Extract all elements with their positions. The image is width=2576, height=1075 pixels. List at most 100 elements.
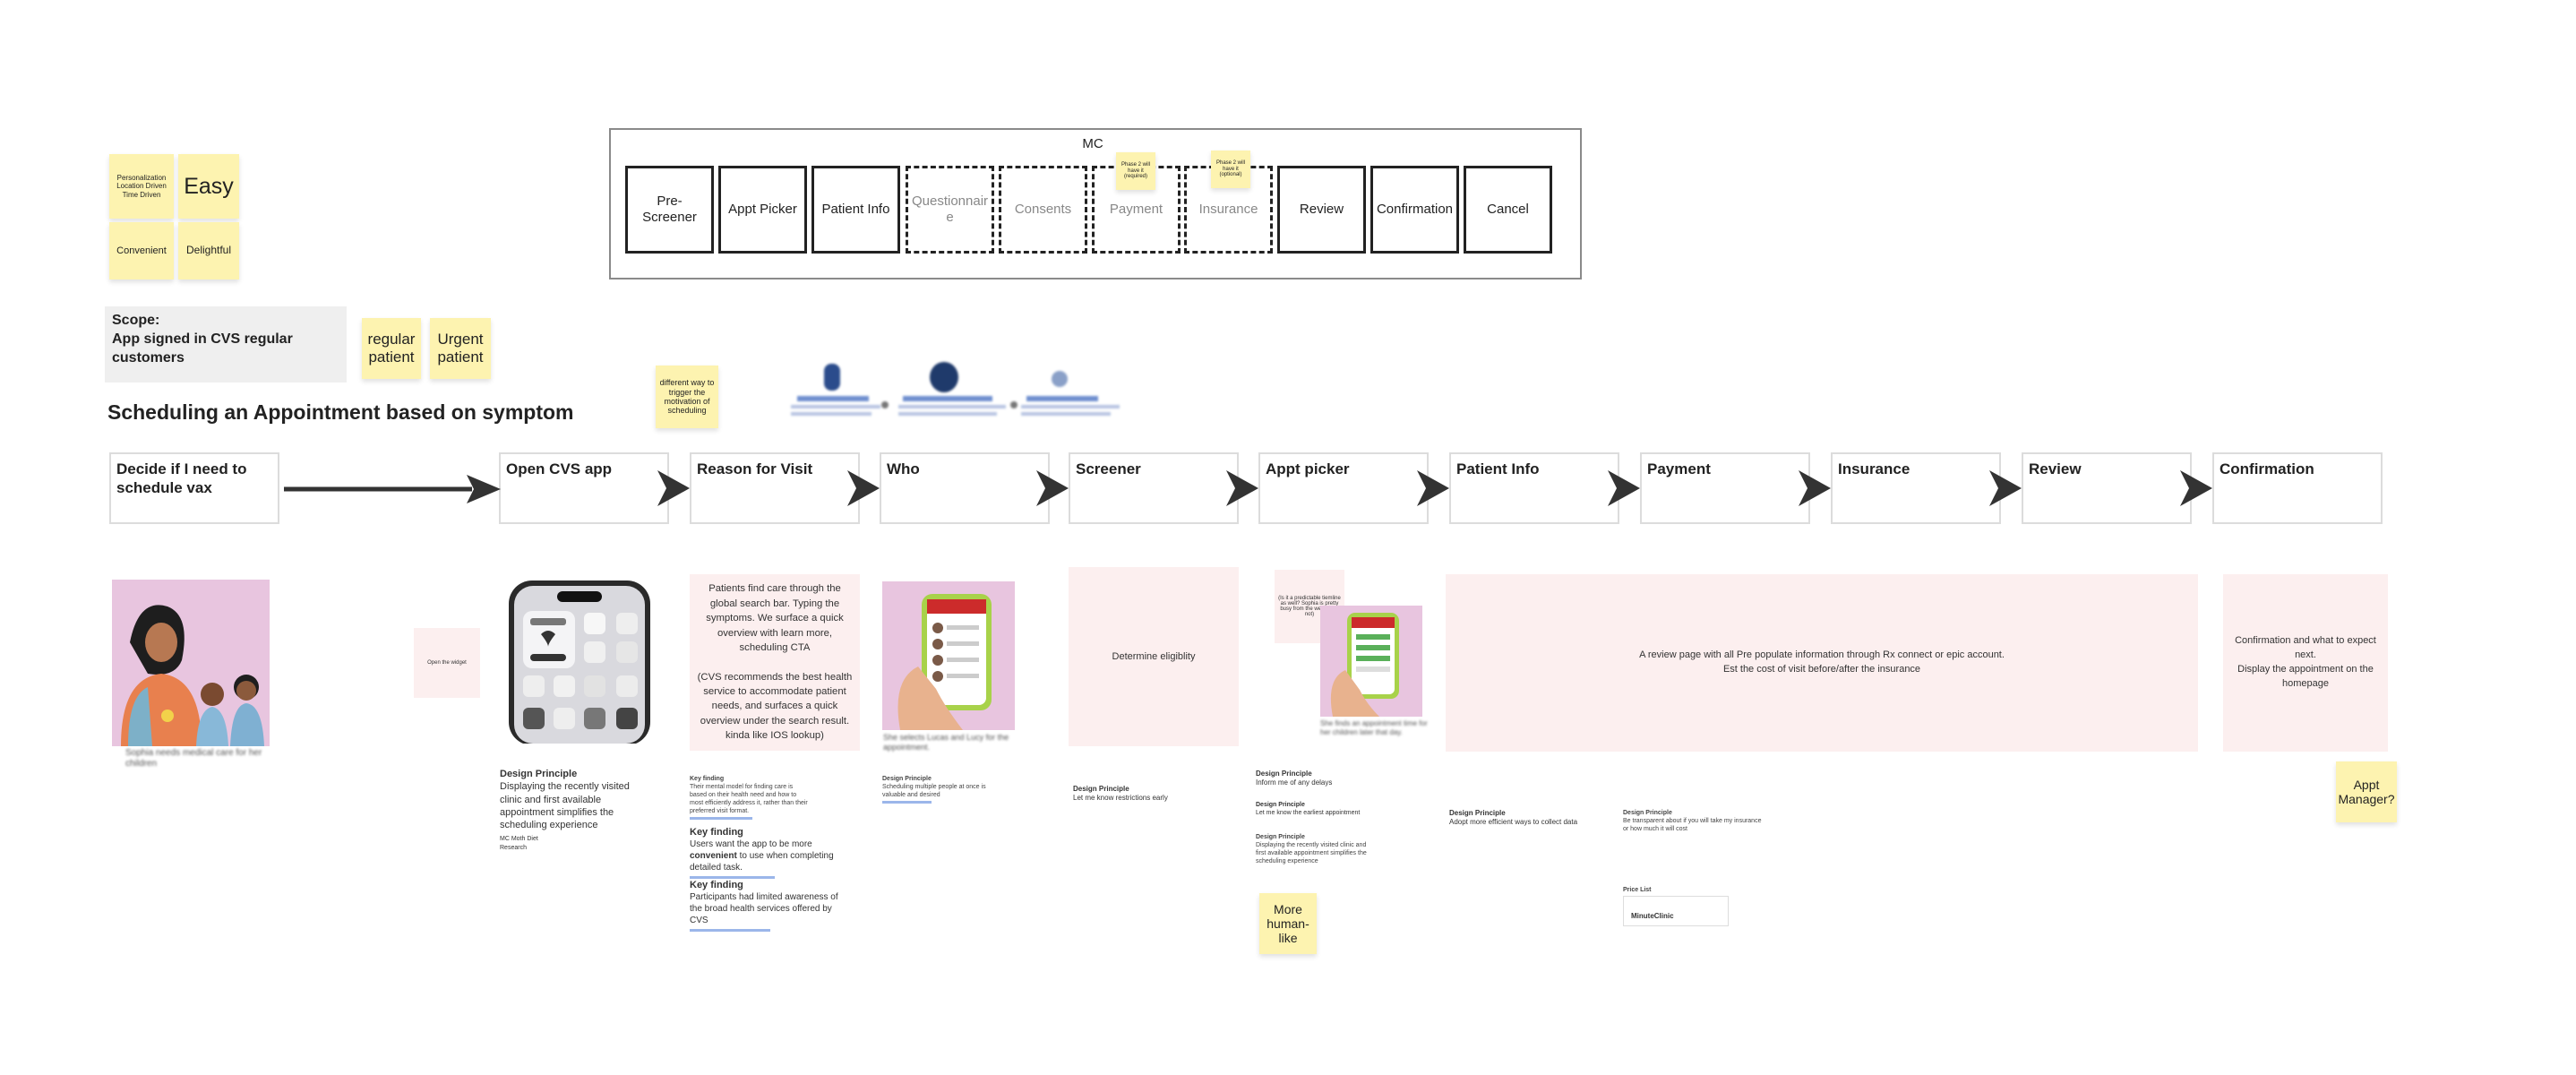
reason-key1-body: Their mental model for finding care is b… <box>690 784 808 815</box>
payment-note-title: Design Principle <box>1623 810 1672 816</box>
sticky-payment-phase2[interactable]: Phase 2 will have it (required) <box>1116 152 1155 190</box>
appt-caption: She finds an appointment time for her ch… <box>1320 719 1428 736</box>
who-caption: She selects Lucas and Lucy for the appoi… <box>883 733 1009 752</box>
sticky-regular-patient[interactable]: regular patient <box>362 318 421 379</box>
section-title: Scheduling an Appointment based on sympt… <box>107 400 574 424</box>
mc-box-patient-info[interactable]: Patient Info <box>811 166 900 254</box>
scope-label: Scope: <box>112 313 160 328</box>
screener-note-body: Let me know restrictions early <box>1073 794 1168 803</box>
reason-key2-bold: convenient <box>690 851 737 862</box>
appt-note-2-body: Let me know the earliest appointment <box>1256 810 1361 817</box>
flow-arrow-6 <box>1608 470 1640 506</box>
reason-key2-pre: Users want the app to be more <box>690 839 812 850</box>
mc-box-consents[interactable]: Consents <box>999 166 1087 254</box>
open-app-note-body: Displaying the recently visited clinic a… <box>500 781 630 831</box>
mc-box-cancel[interactable]: Cancel <box>1464 166 1552 254</box>
sticky-insurance-phase2[interactable]: Phase 2 will have it (optional) <box>1211 150 1250 188</box>
sticky-urgent-patient[interactable]: Urgent patient <box>430 318 491 379</box>
screener-note: Design Principle Let me know restriction… <box>1073 785 1225 804</box>
open-app-note: Design Principle Displaying the recently… <box>500 768 648 852</box>
sophia-illustration <box>112 580 270 746</box>
reason-key3-body: Participants had limited awareness of th… <box>690 892 838 926</box>
flow-arrow-3 <box>1036 470 1069 506</box>
patient-info-note-title: Design Principle <box>1449 809 1506 817</box>
mc-box-review[interactable]: Review <box>1277 166 1366 254</box>
stage-payment[interactable]: Payment <box>1640 452 1810 524</box>
sticky-convenient[interactable]: Convenient <box>109 222 174 280</box>
sticky-delightful[interactable]: Delightful <box>178 222 239 280</box>
appt-note-1-title: Design Principle <box>1256 770 1312 778</box>
reason-key-finding-2: Key finding Users want the app to be mor… <box>690 826 851 880</box>
appt-phone-illustration <box>1320 606 1422 717</box>
reason-key1-title: Key finding <box>690 776 725 782</box>
stage-appt-picker[interactable]: Appt picker <box>1258 452 1429 524</box>
persona-strip <box>786 360 1136 428</box>
reason-key3-link[interactable] <box>690 929 770 933</box>
review-panel: A review page with all Pre populate info… <box>1446 574 2198 752</box>
flow-arrow-7 <box>1799 470 1831 506</box>
flow-arrow-2 <box>847 470 880 506</box>
scope-text: App signed in CVS regular customers <box>112 331 293 366</box>
sticky-different-way[interactable]: different way to trigger the motivation … <box>656 366 718 428</box>
stage-screener[interactable]: Screener <box>1069 452 1239 524</box>
scope-box: Scope: App signed in CVS regular custome… <box>105 306 347 383</box>
flow-arrow-1 <box>657 470 690 506</box>
stage-patient-info[interactable]: Patient Info <box>1449 452 1619 524</box>
who-note: Design Principle Scheduling multiple peo… <box>882 775 990 804</box>
appt-note-1-body: Inform me of any delays <box>1256 778 1333 787</box>
payment-note: Design Principle Be transparent about if… <box>1623 809 1766 833</box>
stage-review[interactable]: Review <box>2022 452 2192 524</box>
patient-info-note-body: Adopt more efficient ways to collect dat… <box>1449 818 1578 827</box>
flow-arrow-4 <box>1226 470 1258 506</box>
stage-reason-for-visit[interactable]: Reason for Visit <box>690 452 860 524</box>
minuteclinic-card[interactable]: MinuteClinic <box>1623 896 1729 926</box>
flow-arrow-8 <box>1989 470 2022 506</box>
mc-box-confirmation[interactable]: Confirmation <box>1370 166 1459 254</box>
confirmation-panel: Confirmation and what to expect next. Di… <box>2223 574 2388 752</box>
appt-note-3-body: Displaying the recently visited clinic a… <box>1256 842 1367 865</box>
who-note-title: Design Principle <box>882 776 932 782</box>
who-phone-illustration <box>882 581 1015 730</box>
appt-note-1: Design Principle Inform me of any delays <box>1256 770 1381 788</box>
appt-note-2-title: Design Principle <box>1256 802 1305 808</box>
flow-arrow-9 <box>2180 470 2212 506</box>
sticky-appt-manager[interactable]: Appt Manager? <box>2336 761 2397 822</box>
flow-arrow-5 <box>1417 470 1449 506</box>
open-app-note-title: Design Principle <box>500 769 578 779</box>
who-note-body: Scheduling multiple people at once is va… <box>882 784 986 799</box>
reason-key-finding-3: Key finding Participants had limited awa… <box>690 879 851 933</box>
sticky-personalization[interactable]: Personalization Location Driven Time Dri… <box>109 154 174 219</box>
stage-open-cvs-app[interactable]: Open CVS app <box>499 452 669 524</box>
screener-note-title: Design Principle <box>1073 785 1129 793</box>
reason-key-finding-1: Key finding Their mental model for findi… <box>690 775 811 821</box>
stage-decide[interactable]: Decide if I need to schedule vax <box>109 452 279 524</box>
stage-confirmation[interactable]: Confirmation <box>2212 452 2383 524</box>
payment-note-body: Be transparent about if you will take my… <box>1623 818 1762 833</box>
reason-key2-title: Key finding <box>690 827 743 838</box>
screener-panel: Determine eligiblity <box>1069 567 1239 746</box>
mc-box-appt-picker[interactable]: Appt Picker <box>718 166 807 254</box>
mc-box-pre-screener[interactable]: Pre- Screener <box>625 166 714 254</box>
reason-key3-title: Key finding <box>690 880 743 890</box>
stage-insurance[interactable]: Insurance <box>1831 452 2001 524</box>
mc-box-questionnaire[interactable]: Questionnair e <box>906 166 994 254</box>
open-app-note-small: MC Moth Diet Research <box>500 836 538 851</box>
iphone-mockup <box>509 580 650 744</box>
reason-key2-post: to use when completing detailed task. <box>690 851 834 873</box>
open-widget-panel: Open the widget <box>414 628 480 698</box>
reason-key1-link[interactable] <box>690 817 752 821</box>
reason-panel: Patients find care through the global se… <box>690 574 860 751</box>
appt-note-3-title: Design Principle <box>1256 834 1305 840</box>
who-note-link[interactable] <box>882 801 932 804</box>
flow-arrow-long <box>284 475 501 503</box>
appt-note-3: Design Principle Displaying the recently… <box>1256 833 1377 865</box>
price-list-label: Price List <box>1623 887 1652 893</box>
mc-title: MC <box>1082 136 1103 151</box>
patient-info-note: Design Principle Adopt more efficient wa… <box>1449 809 1610 828</box>
sticky-more-human[interactable]: More human-like <box>1259 893 1317 954</box>
sticky-easy[interactable]: Easy <box>178 154 239 219</box>
stage-who[interactable]: Who <box>880 452 1050 524</box>
reason-key2-link[interactable] <box>690 876 775 880</box>
appt-note-2: Design Principle Let me know the earlies… <box>1256 801 1381 817</box>
sophia-caption: Sophia needs medical care for her childr… <box>125 748 262 769</box>
